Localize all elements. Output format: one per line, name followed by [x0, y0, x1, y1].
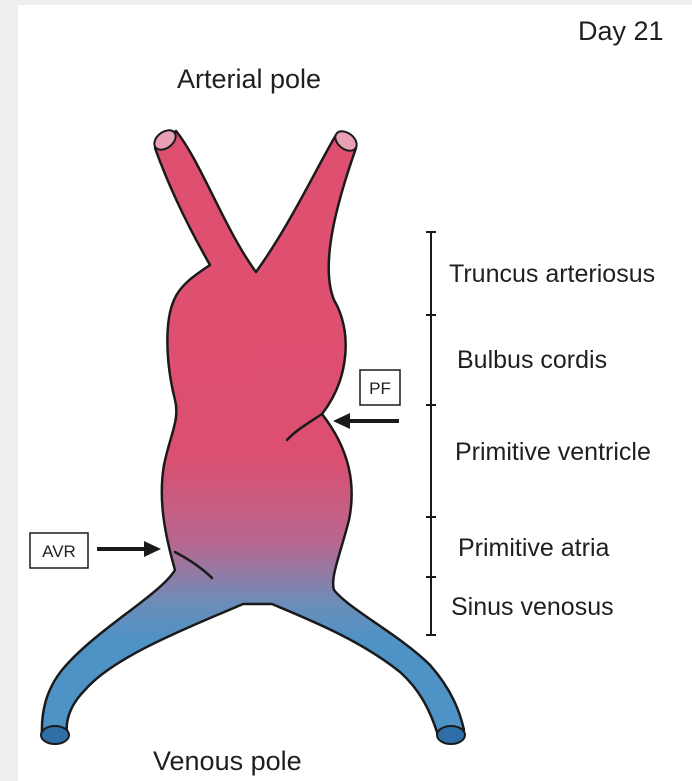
venous-opening-right [437, 726, 465, 744]
segment-label-primitive-ventricle: Primitive ventricle [455, 438, 651, 466]
segment-label-truncus-arteriosus: Truncus arteriosus [449, 260, 655, 288]
diagram-title: Day 21 [578, 16, 664, 46]
avr-marker-label: AVR [42, 542, 76, 561]
venous-pole-label: Venous pole [153, 746, 302, 776]
segment-label-bulbus-cordis: Bulbus cordis [457, 346, 607, 374]
segment-label-primitive-atria: Primitive atria [458, 534, 610, 562]
venous-opening-left [41, 726, 69, 744]
arterial-pole-label: Arterial pole [177, 64, 321, 94]
diagram-panel [18, 5, 692, 781]
segment-label-sinus-venosus: Sinus venosus [451, 593, 614, 621]
pf-marker-label: PF [369, 379, 391, 398]
